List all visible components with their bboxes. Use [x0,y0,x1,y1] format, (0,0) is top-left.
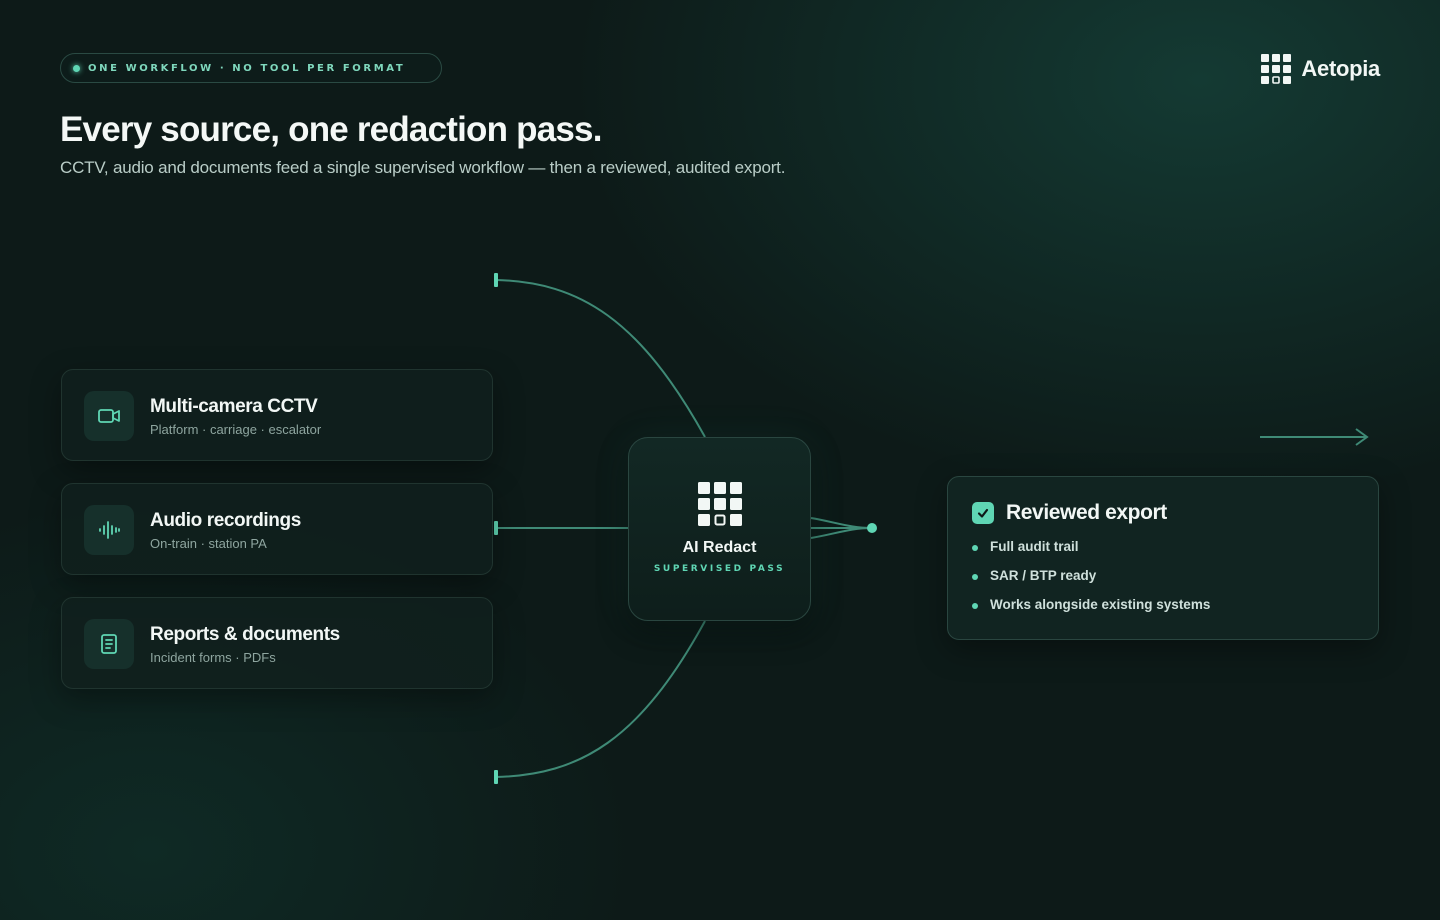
connector-out-1 [810,517,873,529]
arrow-head [1355,428,1369,446]
connector-tick-top [494,273,498,287]
source-title: Multi-camera CCTV [150,396,318,417]
badge-text: ONE WORKFLOW · NO TOOL PER FORMAT [88,62,406,74]
output-feature-list: Full audit trail SAR / BTP ready Works a… [972,539,1210,626]
source-title: Reports & documents [150,624,340,645]
checkbox-checked-icon [972,502,994,524]
output-title: Reviewed export [1006,501,1167,524]
document-icon [84,619,134,669]
source-card-cctv: Multi-camera CCTV Platform · carriage · … [61,369,493,461]
source-card-documents: Reports & documents Incident forms · PDF… [61,597,493,689]
grid-logo-icon [1261,54,1292,84]
ai-redact-node: AI Redact SUPERVISED PASS [628,437,811,621]
page-subtitle: CCTV, audio and documents feed a single … [60,158,786,177]
audio-waveform-icon [84,505,134,555]
brand-logo: Aetopia [1261,54,1380,84]
source-detail: On-train · station PA [150,536,267,551]
connector-end-dot [867,523,877,533]
connector-top [495,279,706,438]
source-detail: Platform · carriage · escalator [150,422,322,437]
badge-dot [73,64,80,72]
node-subtitle: SUPERVISED PASS [653,564,786,574]
source-title: Audio recordings [150,510,301,531]
video-camera-icon [84,391,134,441]
grid-logo-icon [698,482,742,526]
list-item: Full audit trail [972,539,1210,568]
brand-name: Aetopia [1301,56,1380,81]
connector-out-3 [810,527,873,539]
connector-tick-middle [494,521,498,535]
list-item: SAR / BTP ready [972,568,1210,597]
output-card-export: Reviewed export Full audit trail SAR / B… [947,476,1379,640]
list-item: Works alongside existing systems [972,597,1210,626]
source-card-audio: Audio recordings On-train · station PA [61,483,493,575]
node-title: AI Redact [682,539,757,556]
page-title: Every source, one redaction pass. [60,110,602,149]
connector-tick-bottom [494,770,498,784]
connector-bottom [495,620,706,778]
workflow-badge: ONE WORKFLOW · NO TOOL PER FORMAT [60,53,442,83]
source-detail: Incident forms · PDFs [150,650,276,665]
